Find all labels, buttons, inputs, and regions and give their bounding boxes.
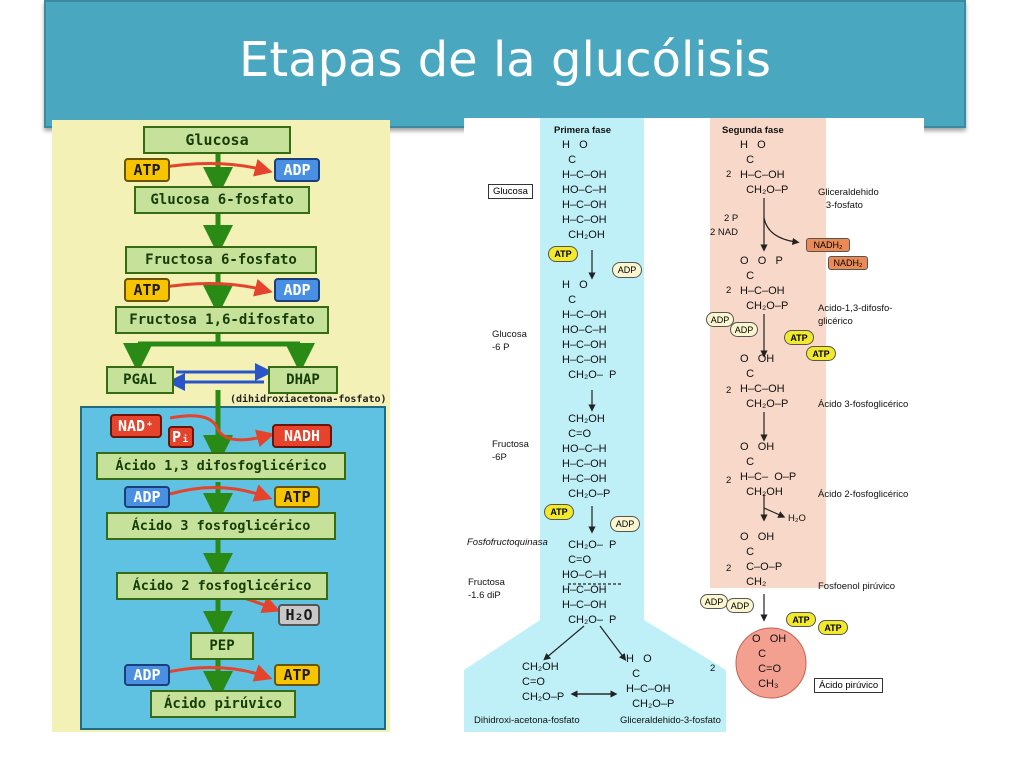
acido-2-label: Ácido 2-fosfoglicérico <box>818 489 909 500</box>
fructosa-6p-label: Fructosa -6P <box>492 439 529 463</box>
fosfofructoquinasa-label: Fosfofructoquinasa <box>467 537 548 548</box>
nad-badge: NAD⁺ <box>110 414 162 438</box>
acido-2-fosfoglicerico-box: Ácido 2 fosfoglicérico <box>116 572 328 600</box>
page-title: Etapas de la glucólisis <box>239 32 771 88</box>
adp-pill: ADP <box>706 312 734 327</box>
nadh2-badge: NADH₂ <box>828 256 868 270</box>
coefficient: 2 <box>710 663 716 674</box>
acido-piruvico-box: Ácido pirúvico <box>150 690 296 718</box>
glucosa-box: Glucosa <box>143 126 291 154</box>
nadh2-badge: NADH₂ <box>806 238 850 252</box>
fosfoenol-label: Fosfoenol pirúvico <box>818 581 896 592</box>
atp-pill: ATP <box>786 612 816 627</box>
fosfoenol-structure: O OH C C–O–P CH₂ <box>740 531 783 588</box>
coefficient: 2 <box>726 475 732 486</box>
fructosa-6p-structure: CH₂OH C=O HO–C–H H–C–OH H–C–OH CH₂O–P <box>562 413 611 500</box>
atp-pill: ATP <box>806 346 836 361</box>
fructosa-16-difosfato-box: Fructosa 1,6-difosfato <box>115 306 329 334</box>
dihidroxi-label: Dihidroxi-acetona-fosfato <box>474 715 580 726</box>
h2o-badge: H₂O <box>278 604 320 626</box>
right-diagram-arrows <box>543 198 800 698</box>
adp-badge: ADP <box>274 158 320 182</box>
first-phase-base <box>464 620 726 732</box>
two-p-label: 2 P <box>724 213 739 224</box>
two-nad-label: 2 NAD <box>710 227 738 238</box>
adp-badge: ADP <box>124 486 170 508</box>
pyruvate-circle <box>735 627 807 699</box>
glucosa-6-fosfato-box: Glucosa 6-fosfato <box>134 186 310 214</box>
atp-badge: ATP <box>124 158 170 182</box>
first-phase-column <box>540 118 644 630</box>
dhap-note: (dihidroxiacetona-fosfato) <box>230 394 387 405</box>
fructosa-6-fosfato-box: Fructosa 6-fosfato <box>125 246 317 274</box>
pgal-box: PGAL <box>106 366 174 394</box>
acido-13-label: Acido-1,3-difosfo- glicérico <box>818 303 893 327</box>
acido-13-difosfoglicerico-box: Ácido 1,3 difosfoglicérico <box>96 452 346 480</box>
acido-3-structure: O OH C H–C–OH CH₂O–P <box>740 353 789 410</box>
fructosa-16-structure: CH₂O– P C=O HO–C–H H–C–OH H–C–OH CH₂O– P <box>562 539 617 626</box>
adp-pill: ADP <box>610 516 640 532</box>
atp-pill: ATP <box>818 620 848 635</box>
adp-badge: ADP <box>124 664 170 686</box>
glucosa-6p-label: Glucosa -6 P <box>492 329 527 353</box>
g3p-structure: H O C H–C–OH CH₂O–P <box>626 653 675 710</box>
title-banner: Etapas de la glucólisis <box>44 0 966 128</box>
primera-fase-label: Primera fase <box>554 125 612 136</box>
coefficient: 2 <box>726 385 732 396</box>
atp-badge: ATP <box>274 664 320 686</box>
acido-2-structure: O OH C H–C– O–P CH₂OH <box>740 441 797 498</box>
acido-piruvico-label: Ácido pirúvico <box>814 678 884 693</box>
atp-pill: ATP <box>548 246 578 262</box>
gliceraldehido-3-fosfato-label: Gliceraldehido 3-fosfato <box>818 187 879 211</box>
left-diagram-arrows <box>123 152 315 701</box>
adp-pill: ADP <box>730 322 758 337</box>
piruvico-structure: O OH C C=O CH₃ <box>752 633 787 690</box>
coefficient: 2 <box>726 563 732 574</box>
segunda-fase-label: Segunda fase <box>722 125 784 136</box>
adp-pill: ADP <box>700 594 728 609</box>
glucosa-label: Glucosa <box>488 184 533 199</box>
atp-badge: ATP <box>124 278 170 302</box>
acido-3-label: Ácido 3-fosfoglicérico <box>818 399 909 410</box>
adp-badge: ADP <box>274 278 320 302</box>
dhap-structure: CH₂OH C=O CH₂O–P <box>522 661 565 703</box>
glucosa-structure: H O C H–C–OH HO–C–H H–C–OH H–C–OH CH₂OH <box>562 139 607 241</box>
adp-pill: ADP <box>612 262 642 278</box>
atp-pill: ATP <box>544 504 574 520</box>
pi-badge: Pᵢ <box>168 426 194 448</box>
glucosa-6p-structure: H O C H–C–OH HO–C–H H–C–OH H–C–OH CH₂O– … <box>562 279 617 381</box>
h2o-label: H₂O <box>788 513 806 524</box>
atp-pill: ATP <box>784 330 814 345</box>
acido-3-fosfoglicerico-box: Ácido 3 fosfoglicérico <box>106 512 336 540</box>
coefficient: 2 <box>726 285 732 296</box>
adp-pill: ADP <box>726 598 754 613</box>
gliceraldehido-structure: H O C H–C–OH CH₂O–P <box>740 139 789 196</box>
nadh-badge: NADH <box>272 424 332 448</box>
pep-box: PEP <box>190 632 254 660</box>
acido-13-structure: O O P C H–C–OH CH₂O–P <box>740 255 789 312</box>
dhap-box: DHAP <box>268 366 338 394</box>
coefficient: 2 <box>726 169 732 180</box>
fructosa-16-label: Fructosa -1.6 diP <box>468 577 505 601</box>
gliceraldehido-3f-label: Gliceraldehido-3-fosfato <box>620 715 721 726</box>
atp-badge: ATP <box>274 486 320 508</box>
